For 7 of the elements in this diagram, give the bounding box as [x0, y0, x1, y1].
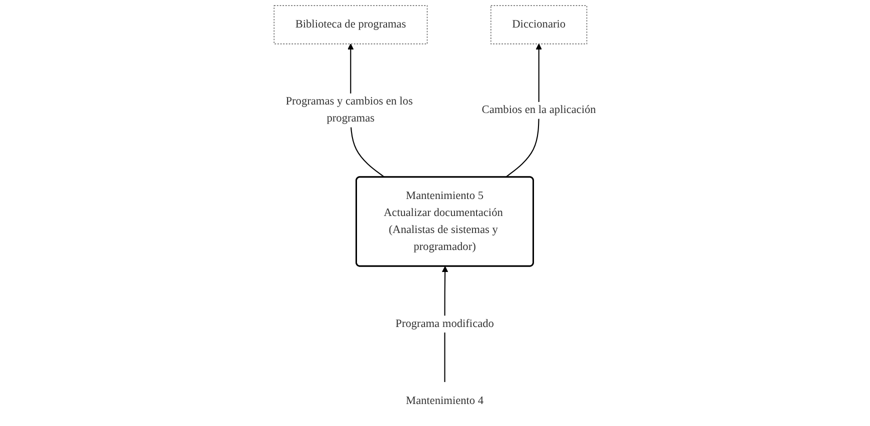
node-box: Diccionario: [490, 5, 588, 44]
edge-label: Programas y cambios en los programas: [286, 96, 413, 125]
edge-label: Cambios en la aplicación: [482, 104, 596, 116]
edge-label: Programa modificado: [396, 318, 494, 330]
node-box: Biblioteca de programas: [274, 5, 428, 44]
arrow: [505, 44, 542, 178]
node-text: Mantenimiento 4: [406, 394, 484, 407]
